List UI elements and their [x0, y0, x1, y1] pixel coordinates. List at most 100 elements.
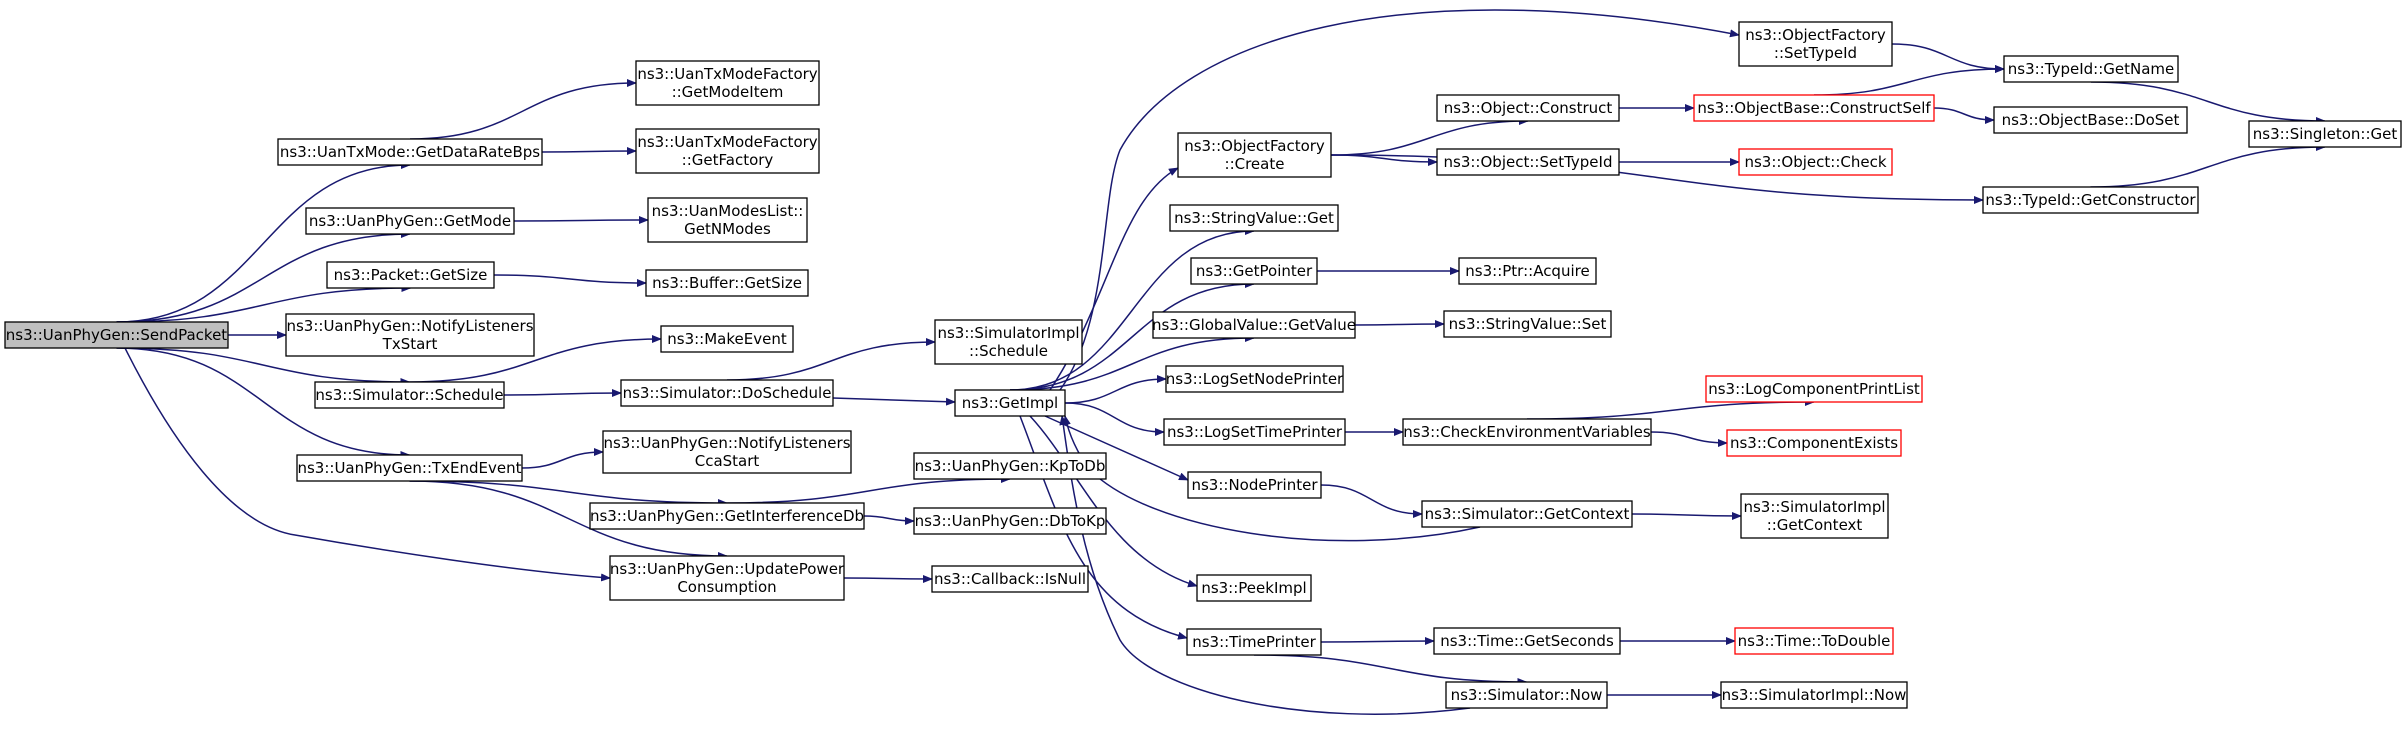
node-check-environment-variables[interactable]: ns3::CheckEnvironmentVariables — [1402, 418, 1652, 446]
node-do-schedule[interactable]: ns3::Simulator::DoSchedule — [620, 379, 834, 407]
edge-get-interference-db-to-kp-to-db — [726, 475, 1011, 504]
edge-send-packet-to-tx-end-event — [116, 347, 411, 459]
edge-object-factory-set-type-id-to-type-id-get-name — [1891, 43, 2005, 73]
node-label: ns3::UanTxModeFactory — [637, 65, 817, 83]
node-string-value-get[interactable]: ns3::StringValue::Get — [1169, 204, 1339, 232]
node-buffer-get-size[interactable]: ns3::Buffer::GetSize — [645, 269, 809, 297]
node-type-id-get-constructor[interactable]: ns3::TypeId::GetConstructor — [1982, 186, 2199, 214]
node-box — [305, 207, 515, 235]
node-box — [645, 269, 809, 297]
edge-simulator-schedule-to-make-event — [409, 335, 662, 383]
node-label: ns3::SimulatorImpl::Now — [1722, 686, 1907, 704]
edge-simulator-get-context-to-get-impl — [1062, 415, 1481, 542]
node-get-mode-item[interactable]: ns3::UanTxModeFactory::GetModeItem — [635, 60, 820, 106]
node-label: ns3::StringValue::Set — [1449, 315, 1607, 333]
node-box — [1186, 628, 1322, 656]
node-get-interference-db[interactable]: ns3::UanPhyGen::GetInterferenceDb — [589, 502, 865, 530]
node-time-printer[interactable]: ns3::TimePrinter — [1186, 628, 1322, 656]
node-simulator-get-context[interactable]: ns3::Simulator::GetContext — [1421, 500, 1633, 528]
node-tx-end-event[interactable]: ns3::UanPhyGen::TxEndEvent — [296, 454, 523, 482]
node-box — [1734, 627, 1894, 655]
node-log-set-time-printer[interactable]: ns3::LogSetTimePrinter — [1163, 418, 1346, 446]
edge-type-id-get-name-to-singleton-get — [2090, 81, 2326, 125]
node-label: ns3::UanPhyGen::KpToDb — [915, 457, 1106, 475]
node-ptr-acquire[interactable]: ns3::Ptr::Acquire — [1458, 257, 1597, 285]
node-get-data-rate-bps[interactable]: ns3::UanTxMode::GetDataRateBps — [277, 138, 543, 166]
node-callback-is-null[interactable]: ns3::Callback::IsNull — [931, 565, 1089, 593]
node-label: ns3::Ptr::Acquire — [1465, 262, 1589, 280]
edge-object-base-construct-self-to-object-base-do-set — [1933, 107, 1995, 124]
node-label: ns3::NodePrinter — [1191, 476, 1318, 494]
node-box — [1177, 132, 1332, 178]
node-label: ns3::Buffer::GetSize — [652, 274, 802, 292]
node-object-base-construct-self[interactable]: ns3::ObjectBase::ConstructSelf — [1693, 94, 1935, 122]
edge-get-interference-db-to-db-to-kp — [863, 515, 915, 525]
node-object-check[interactable]: ns3::Object::Check — [1738, 148, 1893, 176]
node-box — [609, 555, 845, 601]
node-time-get-seconds[interactable]: ns3::Time::GetSeconds — [1433, 627, 1621, 655]
node-label: ::GetFactory — [682, 151, 774, 169]
node-db-to-kp[interactable]: ns3::UanPhyGen::DbToKp — [913, 507, 1107, 535]
edge-get-impl-to-string-value-get — [1009, 227, 1255, 391]
node-label: ::GetModeItem — [672, 83, 784, 101]
node-object-factory-set-type-id[interactable]: ns3::ObjectFactory::SetTypeId — [1738, 21, 1893, 67]
node-time-to-double[interactable]: ns3::Time::ToDouble — [1734, 627, 1894, 655]
edge-global-value-get-value-to-string-value-set — [1354, 320, 1445, 329]
node-label: ns3::TimePrinter — [1192, 633, 1316, 651]
node-box — [660, 325, 794, 353]
node-simulator-now[interactable]: ns3::Simulator::Now — [1445, 681, 1608, 709]
call-nodes: ns3::UanPhyGen::SendPacket ns3::UanTxMode… — [4, 21, 2402, 709]
node-object-base-do-set[interactable]: ns3::ObjectBase::DoSet — [1993, 106, 2188, 134]
node-get-mode[interactable]: ns3::UanPhyGen::GetMode — [305, 207, 515, 235]
node-label: ns3::UanTxMode::GetDataRateBps — [280, 143, 540, 161]
node-simulator-impl-schedule[interactable]: ns3::SimulatorImpl::Schedule — [934, 319, 1083, 365]
node-box — [1421, 500, 1633, 528]
edge-get-data-rate-bps-to-get-factory — [541, 147, 637, 156]
node-box — [1165, 365, 1344, 393]
node-box — [1738, 148, 1893, 176]
node-get-impl[interactable]: ns3::GetImpl — [954, 389, 1066, 417]
node-label: ::GetContext — [1767, 516, 1863, 534]
node-object-factory-create[interactable]: ns3::ObjectFactory::Create — [1177, 132, 1332, 178]
node-get-n-modes[interactable]: ns3::UanModesList::GetNModes — [647, 197, 808, 243]
node-simulator-schedule[interactable]: ns3::Simulator::Schedule — [314, 381, 505, 409]
node-box — [1726, 429, 1902, 457]
edge-check-environment-variables-to-log-component-print-list — [1526, 398, 1815, 420]
node-log-component-print-list[interactable]: ns3::LogComponentPrintList — [1705, 375, 1923, 403]
edge-node-printer-to-simulator-get-context — [1320, 484, 1423, 518]
node-box — [954, 389, 1066, 417]
node-packet-get-size[interactable]: ns3::Packet::GetSize — [326, 261, 495, 289]
node-label: ns3::GetImpl — [962, 394, 1058, 412]
node-string-value-set[interactable]: ns3::StringValue::Set — [1443, 310, 1612, 338]
node-simulator-impl-get-context[interactable]: ns3::SimulatorImpl::GetContext — [1740, 493, 1889, 539]
node-simulator-impl-now[interactable]: ns3::SimulatorImpl::Now — [1720, 681, 1908, 709]
edge-get-impl-to-global-value-get-value — [1009, 334, 1255, 391]
node-get-factory[interactable]: ns3::UanTxModeFactory::GetFactory — [635, 128, 820, 174]
edge-tx-end-event-to-get-interference-db — [409, 480, 728, 507]
node-label: ns3::UanModesList:: — [652, 202, 804, 220]
node-label: ::Create — [1225, 155, 1285, 173]
node-object-construct[interactable]: ns3::Object::Construct — [1436, 94, 1620, 122]
edge-simulator-now-to-get-impl — [1059, 415, 1471, 715]
node-label: CcaStart — [695, 452, 760, 470]
node-box — [1436, 148, 1620, 176]
edge-get-data-rate-bps-to-get-mode-item — [409, 79, 637, 140]
node-send-packet[interactable]: ns3::UanPhyGen::SendPacket — [4, 321, 229, 349]
node-box — [1445, 681, 1608, 709]
node-component-exists[interactable]: ns3::ComponentExists — [1726, 429, 1902, 457]
node-label: ns3::UanPhyGen::NotifyListeners — [286, 317, 533, 335]
node-singleton-get[interactable]: ns3::Singleton::Get — [2248, 120, 2402, 148]
node-make-event[interactable]: ns3::MakeEvent — [660, 325, 794, 353]
node-global-value-get-value[interactable]: ns3::GlobalValue::GetValue — [1152, 311, 1356, 339]
node-get-pointer[interactable]: ns3::GetPointer — [1190, 257, 1318, 285]
node-type-id-get-name[interactable]: ns3::TypeId::GetName — [2003, 55, 2179, 83]
node-node-printer[interactable]: ns3::NodePrinter — [1187, 471, 1322, 499]
node-peek-impl[interactable]: ns3::PeekImpl — [1196, 574, 1312, 602]
node-object-set-type-id[interactable]: ns3::Object::SetTypeId — [1436, 148, 1620, 176]
edge-simulator-schedule-to-do-schedule — [503, 389, 622, 398]
node-log-set-node-printer[interactable]: ns3::LogSetNodePrinter — [1165, 365, 1344, 393]
node-kp-to-db[interactable]: ns3::UanPhyGen::KpToDb — [913, 452, 1107, 480]
